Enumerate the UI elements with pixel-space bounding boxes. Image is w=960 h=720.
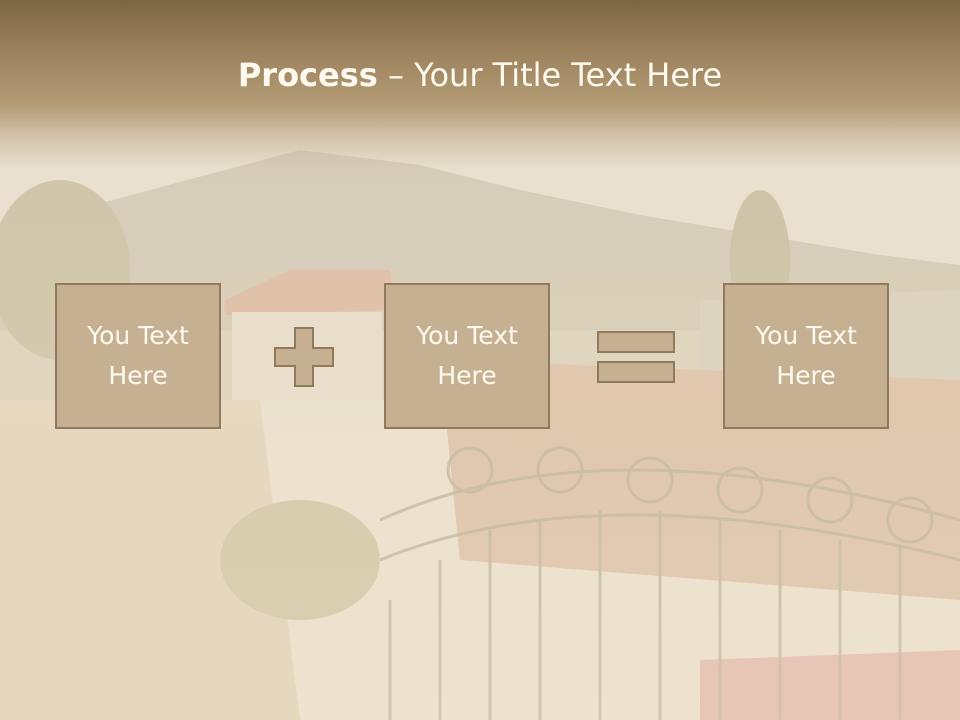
title-bold: Process	[237, 56, 378, 94]
process-box-label: You Text Here	[87, 321, 189, 390]
plus-icon	[274, 327, 334, 387]
title-rest: – Your Title Text Here	[377, 56, 723, 94]
slide-title: Process – Your Title Text Here	[0, 55, 960, 95]
process-box-1[interactable]: You Text Here	[55, 283, 221, 429]
process-box-3[interactable]: You Text Here	[723, 283, 889, 429]
header-band	[0, 0, 960, 170]
equals-icon	[597, 331, 675, 383]
process-box-2[interactable]: You Text Here	[384, 283, 550, 429]
process-box-label: You Text Here	[755, 321, 857, 390]
process-box-label: You Text Here	[416, 321, 518, 390]
